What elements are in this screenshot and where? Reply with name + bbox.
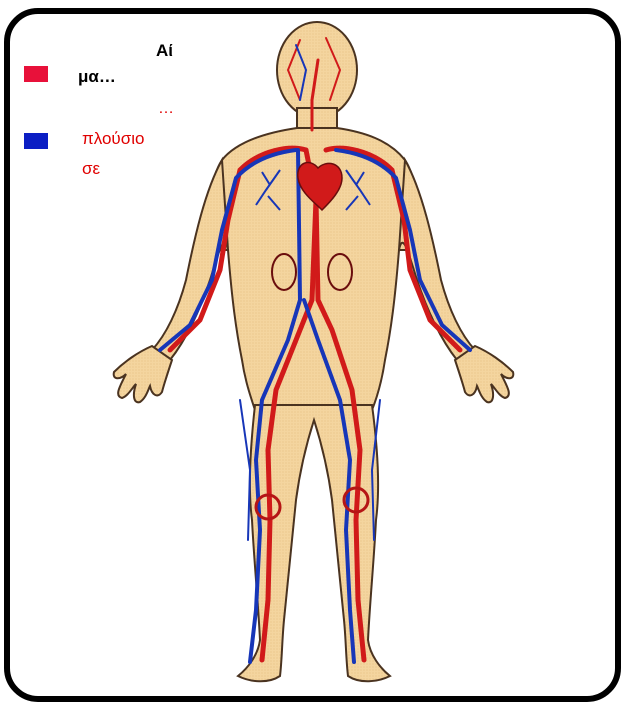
legend-red-swatch (24, 66, 48, 82)
legend-text-4: πλούσιο (82, 128, 144, 150)
legend-text-3: … (158, 98, 174, 120)
legend-text-5: σε (82, 158, 100, 180)
legend-text-1: Αί (156, 40, 173, 62)
legend-text-2: μα… (78, 66, 116, 88)
legend-blue-swatch (24, 133, 48, 149)
